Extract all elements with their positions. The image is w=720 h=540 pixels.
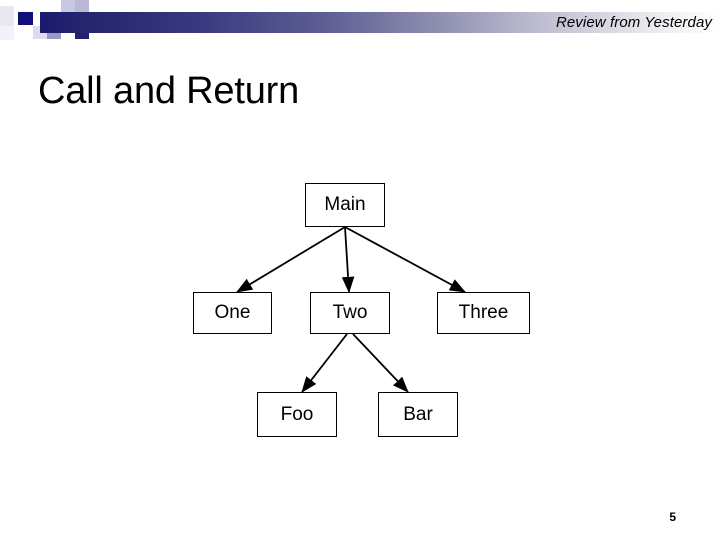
diagram-node-label: Bar — [403, 403, 433, 425]
diagram-edge-two-bar — [352, 333, 409, 393]
diagram-node-three[interactable]: Three — [437, 292, 530, 334]
diagram-node-bar[interactable]: Bar — [378, 392, 458, 437]
diagram-node-two[interactable]: Two — [310, 292, 390, 334]
lavender-square-7 — [61, 0, 75, 12]
lavender-square-4 — [47, 0, 61, 12]
header-title: Review from Yesterday — [555, 14, 712, 31]
page-number: 5 — [669, 510, 676, 524]
diagram-node-label: Three — [458, 302, 509, 323]
diagram-node-foo[interactable]: Foo — [257, 392, 337, 437]
diagram-node-one[interactable]: One — [193, 292, 272, 334]
diagram-node-label: Main — [324, 194, 366, 215]
header-gradient-band — [40, 12, 720, 33]
diagram-edge-two-foo — [301, 333, 348, 393]
diagram-edge-main-two — [341, 226, 355, 294]
lavender-square-2 — [0, 26, 14, 40]
diagram-node-label: Two — [332, 302, 368, 323]
navy-square-1 — [18, 12, 33, 25]
page-title: Call and Return — [38, 70, 300, 112]
diagram-node-label: One — [214, 302, 251, 323]
diagram-node-label: Foo — [280, 403, 314, 425]
diagram-edge-main-three — [344, 226, 466, 293]
diagram-node-main[interactable]: Main — [305, 183, 385, 227]
lavender-square-1 — [0, 6, 14, 26]
lavender-square-10 — [75, 0, 89, 12]
diagram-edge-main-one — [236, 226, 346, 293]
